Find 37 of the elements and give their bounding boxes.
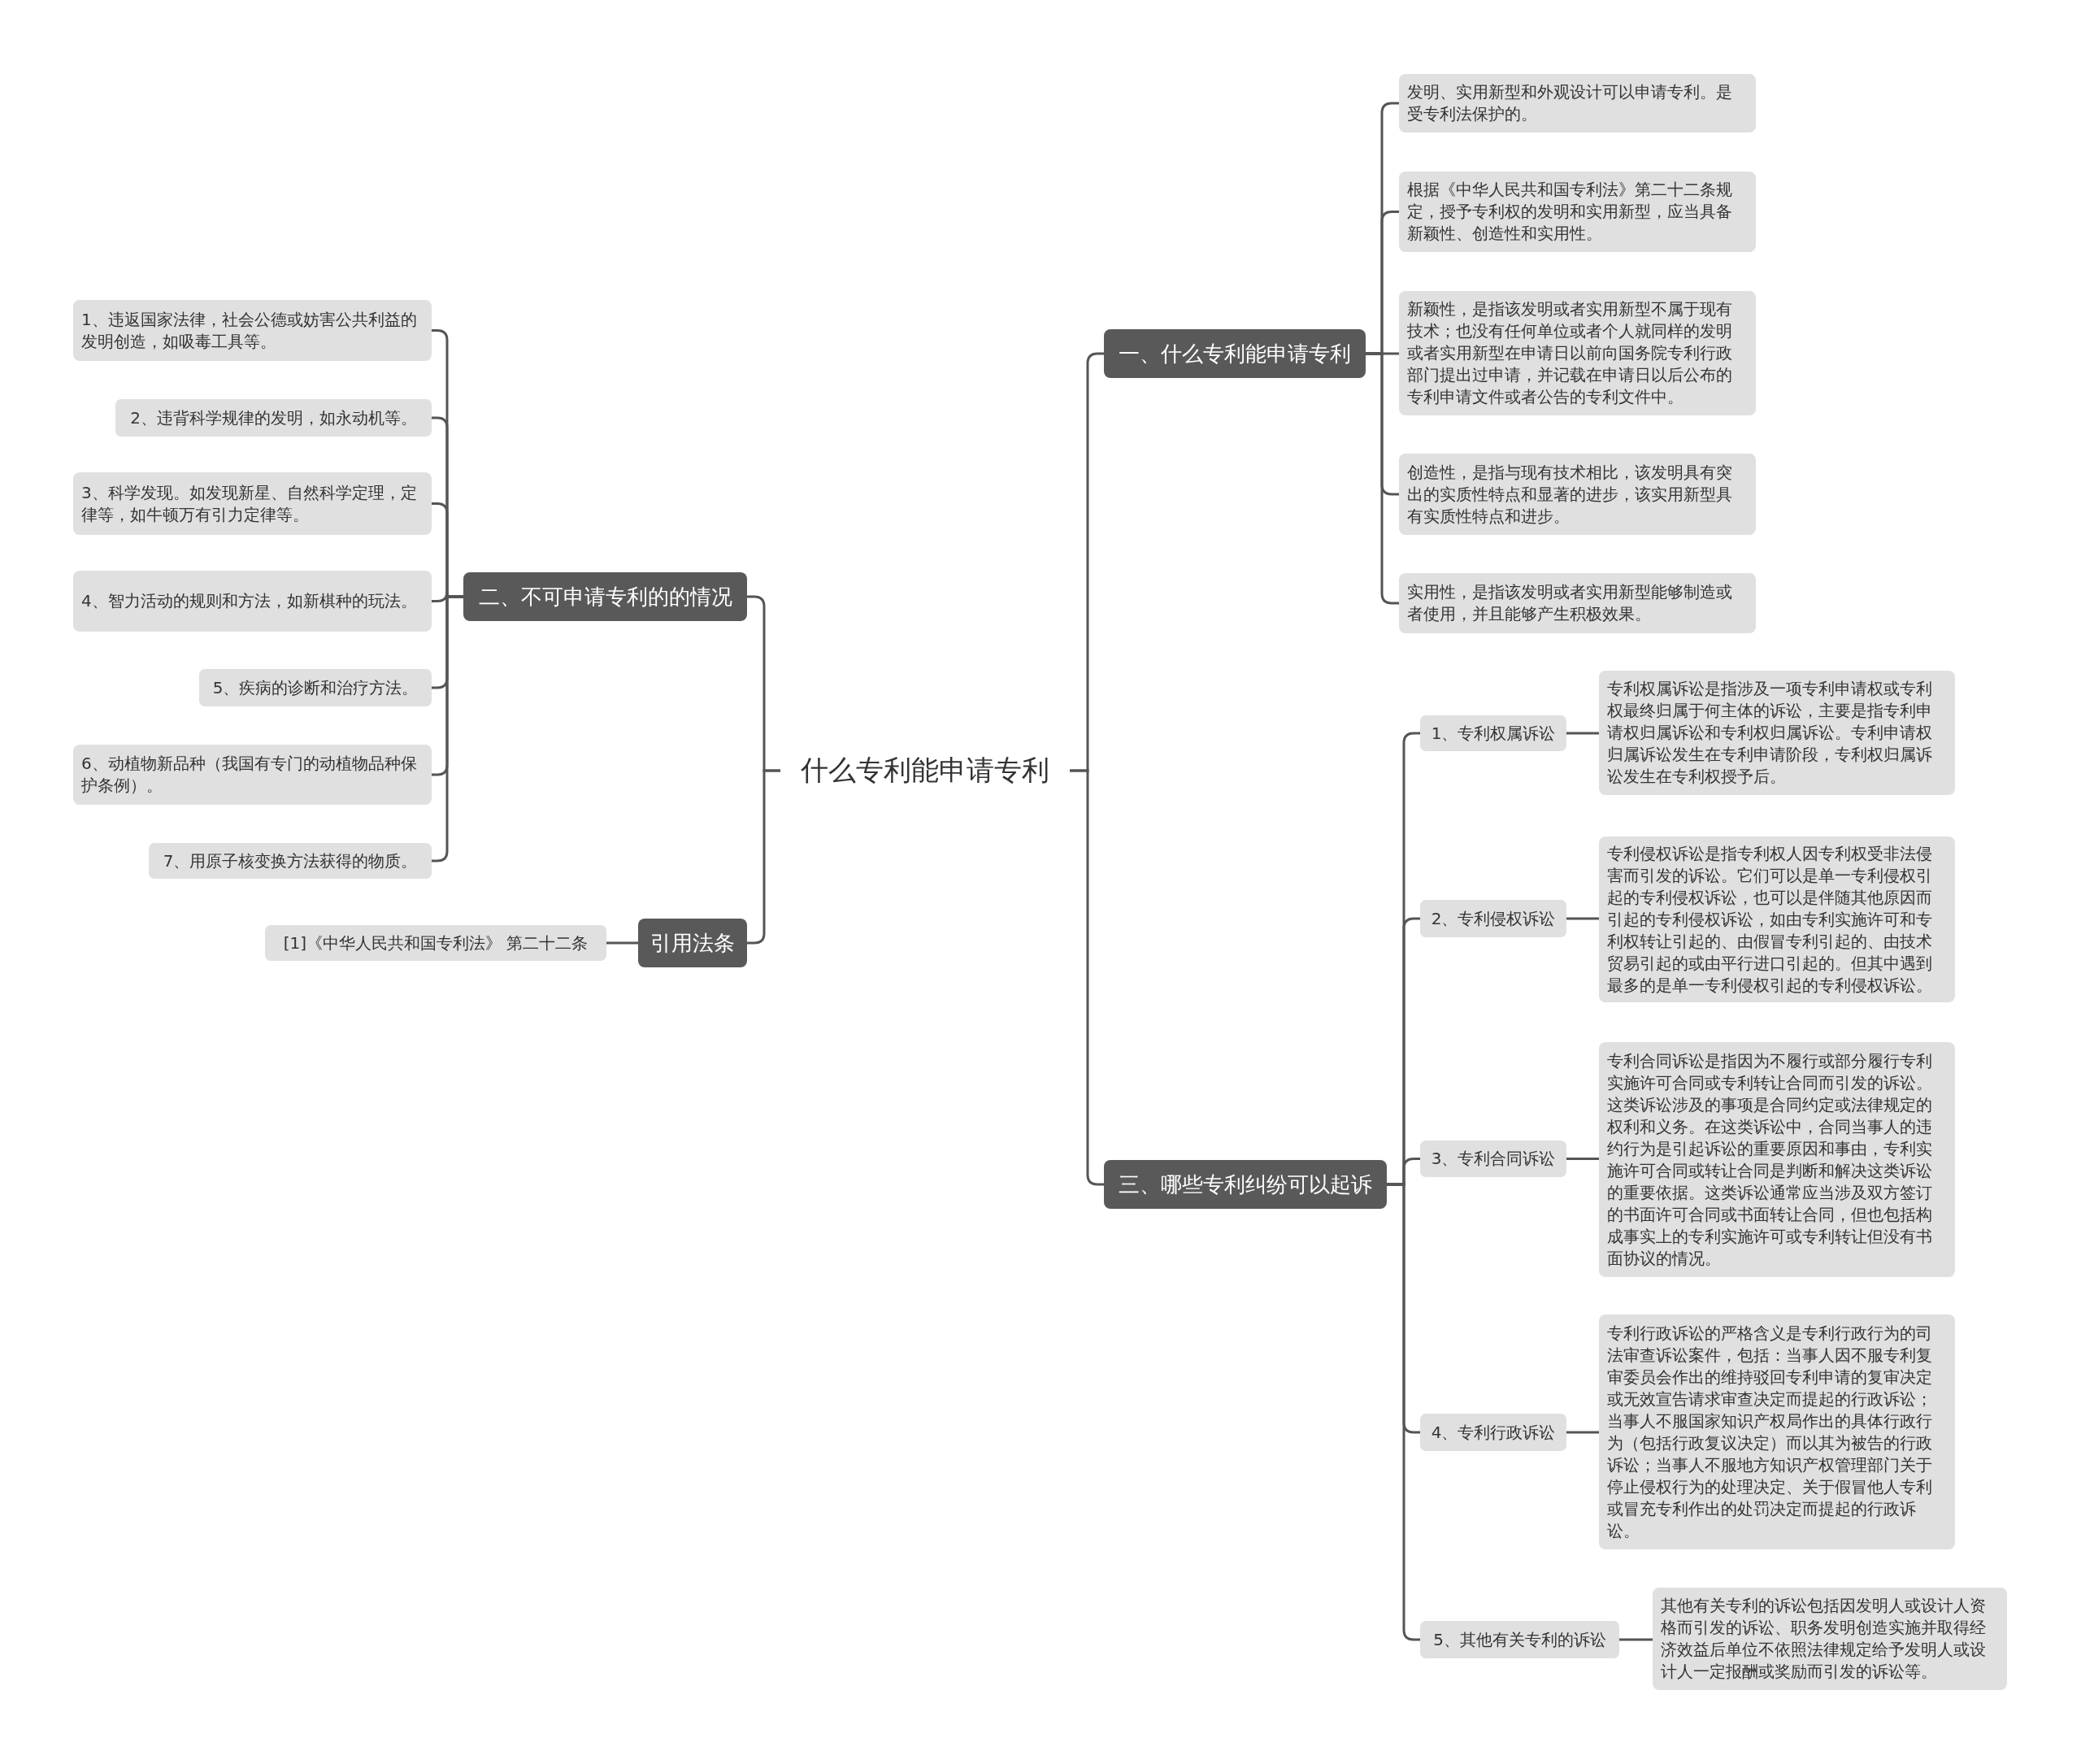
subtopic-box: 3、专利合同诉讼 bbox=[1420, 1141, 1566, 1177]
connector-line bbox=[1366, 352, 1399, 605]
note-box: 4、智力活动的规则和方法，如新棋种的玩法。 bbox=[73, 571, 432, 632]
connector-line bbox=[1566, 1431, 1599, 1434]
connector-line bbox=[1566, 917, 1599, 920]
note-box: 专利侵权诉讼是指专利权人因专利权受非法侵害而引发的诉讼。它们可以是单一专利侵权引起的专利侵权诉讼，也可以是伴随其他原因而引起的专利侵权诉讼，如由专利实施许可和专利权转让引起的、由假冒专利引起的、由技术贸易引起的或由平行进口引起的。但其中遇到最多的是单一专利侵权引起的专利侵权诉讼。 bbox=[1599, 836, 1955, 1002]
subtopic-box: 7、用原子核变换方法获得的物质。 bbox=[149, 843, 432, 879]
connector-line bbox=[747, 769, 780, 945]
note-box: 创造性，是指与现有技术相比，该发明具有突出的实质性特点和显著的进步，该实用新型具有实质性特点和进步。 bbox=[1399, 454, 1756, 535]
branch-topic-box: 二、不可申请专利的的情况 bbox=[463, 572, 747, 621]
note-box: 其他有关专利的诉讼包括因发明人或设计人资格而引发的诉讼、职务发明创造实施并取得经济效益后单位不依照法律规定给予发明人或设计人一定报酬或奖励而引发的诉讼等。 bbox=[1653, 1588, 2007, 1690]
subtopic-box: 2、专利侵权诉讼 bbox=[1420, 900, 1566, 937]
connector-line bbox=[1070, 769, 1104, 1186]
subtopic-box: [1]《中华人民共和国专利法》 第二十二条 bbox=[265, 925, 606, 961]
note-box: 专利合同诉讼是指因为不履行或部分履行专利实施许可合同或专利转让合同而引发的诉讼。这类诉讼涉及的事项是合同约定或法律规定的权利和义务。在这类诉讼中，合同当事人的违约行为是引起诉讼的重要原因和事由，专利实施许可合同或转让合同是判断和解决这类诉讼的重要依据。这类诉讼通常应当涉及双方签订的书面许可合同或书面转让合同，但也包括构成事实上的专利实施许可或专利转让但没有书面协议的情况。 bbox=[1599, 1042, 1955, 1277]
note-box: 新颖性，是指该发明或者实用新型不属于现有技术；也没有任何单位或者个人就同样的发明或者实用新型在申请日以前向国务院专利行政部门提出过申请，并记载在申请日以后公布的专利申请文件或者公告的专利文件中。 bbox=[1399, 291, 1756, 415]
note-box: 6、动植物新品种（我国有专门的动植物品种保护条例）。 bbox=[73, 745, 432, 805]
note-box: 专利权属诉讼是指涉及一项专利申请权或专利权最终归属于何主体的诉讼，主要是指专利申请权归属诉讼和专利权归属诉讼。专利申请权归属诉讼发生在专利申请阶段，专利权归属诉讼发生在专利权授予后。 bbox=[1599, 671, 1955, 795]
subtopic-box: 1、专利权属诉讼 bbox=[1420, 715, 1566, 751]
central-topic: 什么专利能申请专利 bbox=[780, 748, 1070, 793]
connector-line bbox=[606, 941, 638, 945]
subtopic-box: 5、疾病的诊断和治疗方法。 bbox=[199, 669, 432, 706]
subtopic-box: 4、专利行政诉讼 bbox=[1420, 1414, 1566, 1451]
note-box: 根据《中华人民共和国专利法》第二十二条规定，授予专利权的发明和实用新型，应当具备新颖性、创造性和实用性。 bbox=[1399, 172, 1756, 252]
note-box: 3、科学发现。如发现新星、自然科学定理，定律等，如牛顿万有引力定律等。 bbox=[73, 472, 432, 535]
note-box: 专利行政诉讼的严格含义是专利行政行为的司法审查诉讼案件，包括：当事人因不服专利复审委员会作出的维持驳回专利申请的复审决定或无效宣告请求审查决定而提起的行政诉讼；当事人不服国家知识产权局作出的具体行政行为（包括行政复议决定）而以其为被告的行政诉讼；当事人不服地方知识产权管理部门关于停止侵权行为的处理决定、关于假冒他人专利或冒充专利作出的处罚决定而提起的行政诉讼。 bbox=[1599, 1314, 1955, 1549]
connector-line bbox=[1619, 1638, 1653, 1641]
branch-topic-box: 三、哪些专利纠纷可以起诉 bbox=[1104, 1160, 1387, 1209]
subtopic-box: 2、违背科学规律的发明，如永动机等。 bbox=[115, 399, 432, 437]
note-box: 发明、实用新型和外观设计可以申请专利。是受专利法保护的。 bbox=[1399, 74, 1756, 133]
connector-line bbox=[1566, 732, 1599, 735]
note-box: 实用性，是指该发明或者实用新型能够制造或者使用，并且能够产生积极效果。 bbox=[1399, 573, 1756, 633]
branch-topic-box: 一、什么专利能申请专利 bbox=[1104, 329, 1366, 378]
connector-line bbox=[1566, 1158, 1599, 1160]
branch-topic-box: 引用法条 bbox=[638, 919, 747, 967]
note-box: 1、违返国家法律，社会公德或妨害公共利益的发明创造，如吸毒工具等。 bbox=[73, 300, 432, 361]
subtopic-box: 5、其他有关专利的诉讼 bbox=[1420, 1621, 1619, 1658]
